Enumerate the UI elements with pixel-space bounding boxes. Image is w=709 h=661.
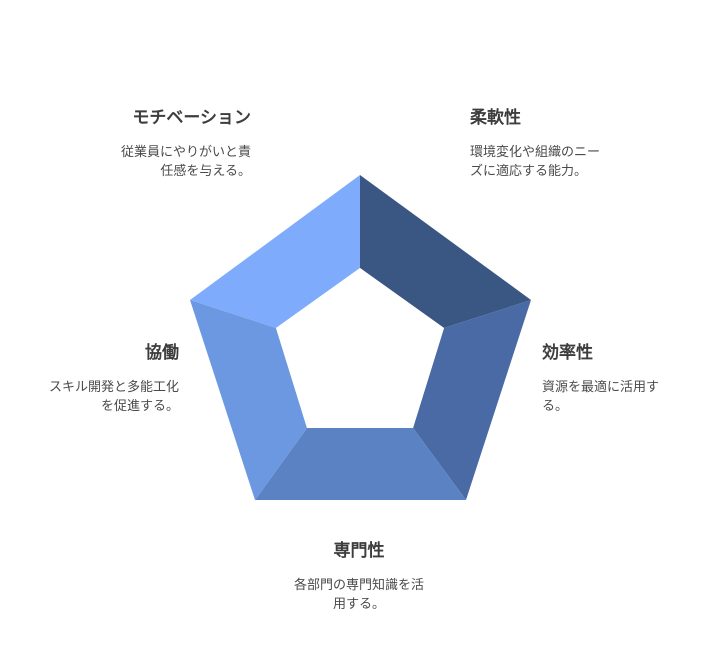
flexibility-description: 環境変化や組織のニー ズに適応する能力。 (470, 143, 630, 181)
flexibility-desc-line2: ズに適応する能力。 (470, 164, 588, 179)
expertise-description: 各部門の専門知識を活 用する。 (274, 576, 444, 614)
motivation-desc-line1: 従業員にやりがいと責 (120, 145, 251, 160)
motivation-description: 従業員にやりがいと責 任感を与える。 (85, 143, 251, 181)
efficiency-block: 効率性 資源を最適に活用す る。 (542, 342, 687, 416)
inner-pentagon (276, 268, 444, 428)
motivation-title: モチベーション (132, 108, 251, 128)
expertise-desc-line1: 各部門の専門知識を活 (293, 578, 424, 593)
segment-efficiency (413, 300, 531, 500)
expertise-title: 専門性 (333, 541, 385, 561)
efficiency-description: 資源を最適に活用す る。 (542, 378, 687, 416)
efficiency-desc-line1: 資源を最適に活用す (542, 380, 660, 395)
segment-collaboration (190, 300, 307, 500)
expertise-desc-line2: 用する。 (332, 597, 385, 612)
collaboration-block: 協働 スキル開発と多能工化 を促進する。 (20, 342, 179, 416)
efficiency-title: 効率性 (542, 343, 593, 363)
collaboration-description: スキル開発と多能工化 を促進する。 (20, 378, 179, 416)
motivation-block: モチベーション 従業員にやりがいと責 任感を与える。 (85, 107, 251, 181)
segment-expertise (255, 428, 466, 500)
collaboration-desc-line2: を促進する。 (100, 399, 179, 414)
segment-motivation (190, 175, 360, 328)
efficiency-desc-line2: る。 (542, 399, 569, 414)
flexibility-title: 柔軟性 (470, 108, 521, 128)
collaboration-desc-line1: スキル開発と多能工化 (48, 380, 179, 395)
collaboration-title: 協働 (145, 343, 179, 363)
flexibility-block: 柔軟性 環境変化や組織のニー ズに適応する能力。 (470, 107, 630, 181)
expertise-block: 専門性 各部門の専門知識を活 用する。 (274, 540, 444, 614)
flexibility-desc-line1: 環境変化や組織のニー (470, 145, 601, 160)
segment-flexibility (360, 175, 531, 328)
motivation-desc-line2: 任感を与える。 (160, 164, 251, 179)
